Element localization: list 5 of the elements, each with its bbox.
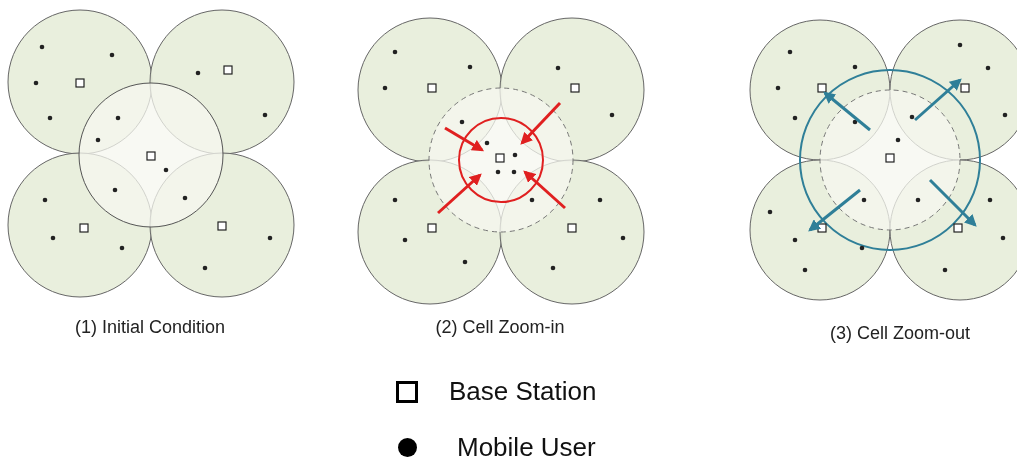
panel-caption: (2) Cell Zoom-in <box>435 316 565 339</box>
panel-caption: (1) Initial Condition <box>74 316 226 339</box>
panel-caption: (3) Cell Zoom-out <box>830 322 970 345</box>
legend-label: Base Station <box>449 375 597 408</box>
legend-label: Mobile User <box>457 431 596 463</box>
